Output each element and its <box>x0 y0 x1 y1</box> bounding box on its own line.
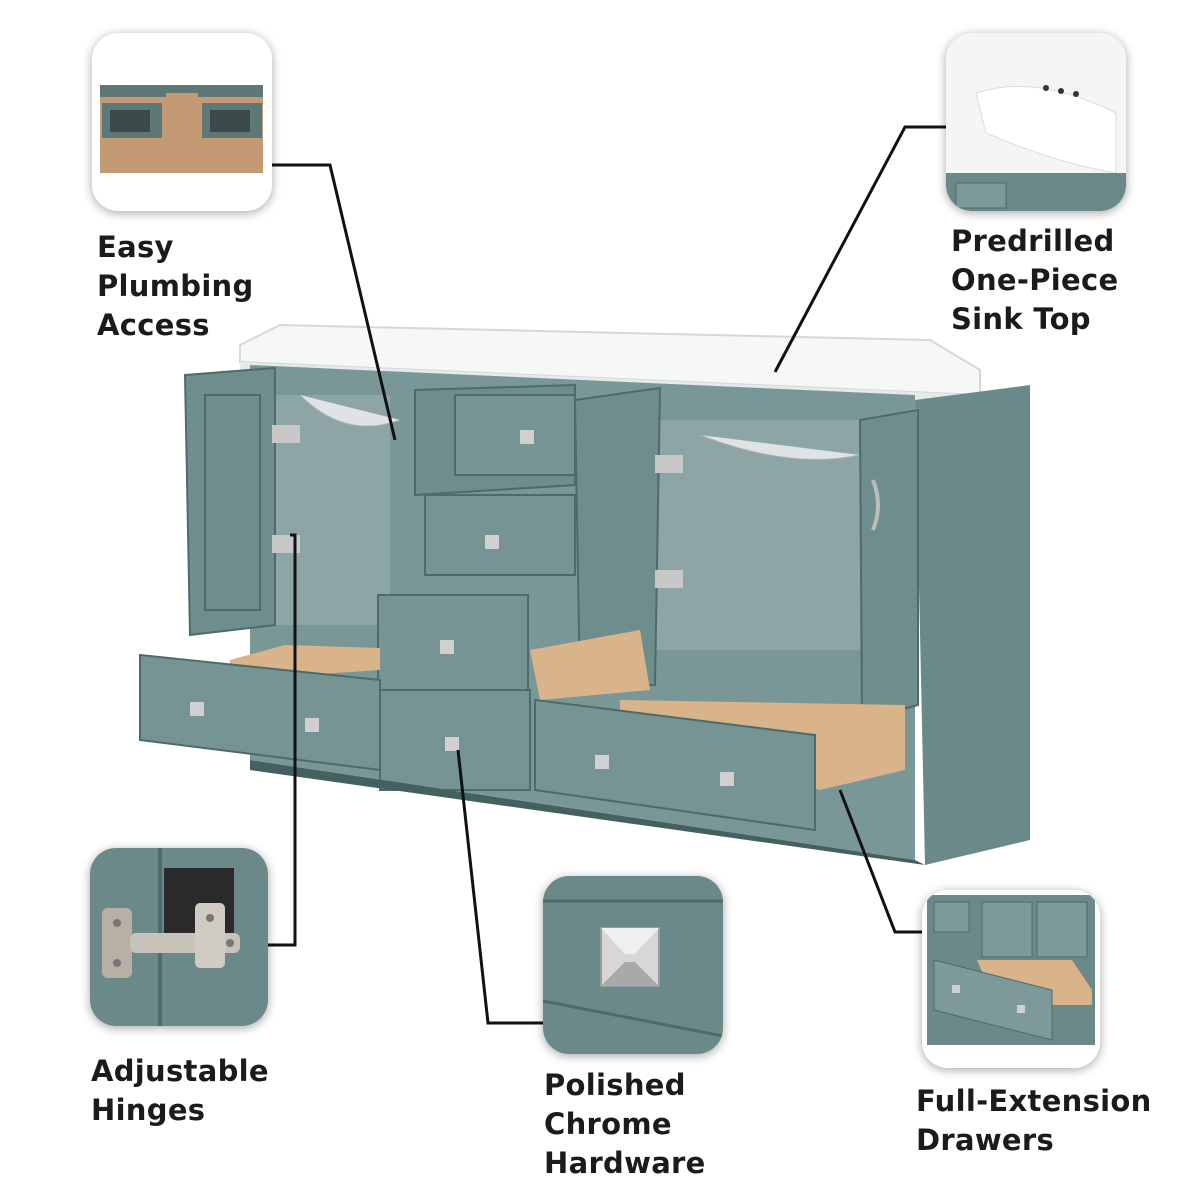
drawers-label: Full-Extension Drawers <box>916 1084 1152 1157</box>
sink-top-thumbnail <box>946 33 1126 211</box>
plumbing-access-label: Easy Plumbing Access <box>97 230 254 342</box>
hardware-thumbnail <box>543 876 723 1054</box>
hinges-label: Adjustable Hinges <box>91 1054 269 1127</box>
sink-top-label: Predrilled One-Piece Sink Top <box>951 224 1119 336</box>
drawers-thumbnail <box>922 890 1100 1068</box>
plumbing-access-thumbnail <box>92 33 272 211</box>
hinges-thumbnail <box>90 848 268 1026</box>
hardware-label: Polished Chrome Hardware <box>544 1068 706 1180</box>
